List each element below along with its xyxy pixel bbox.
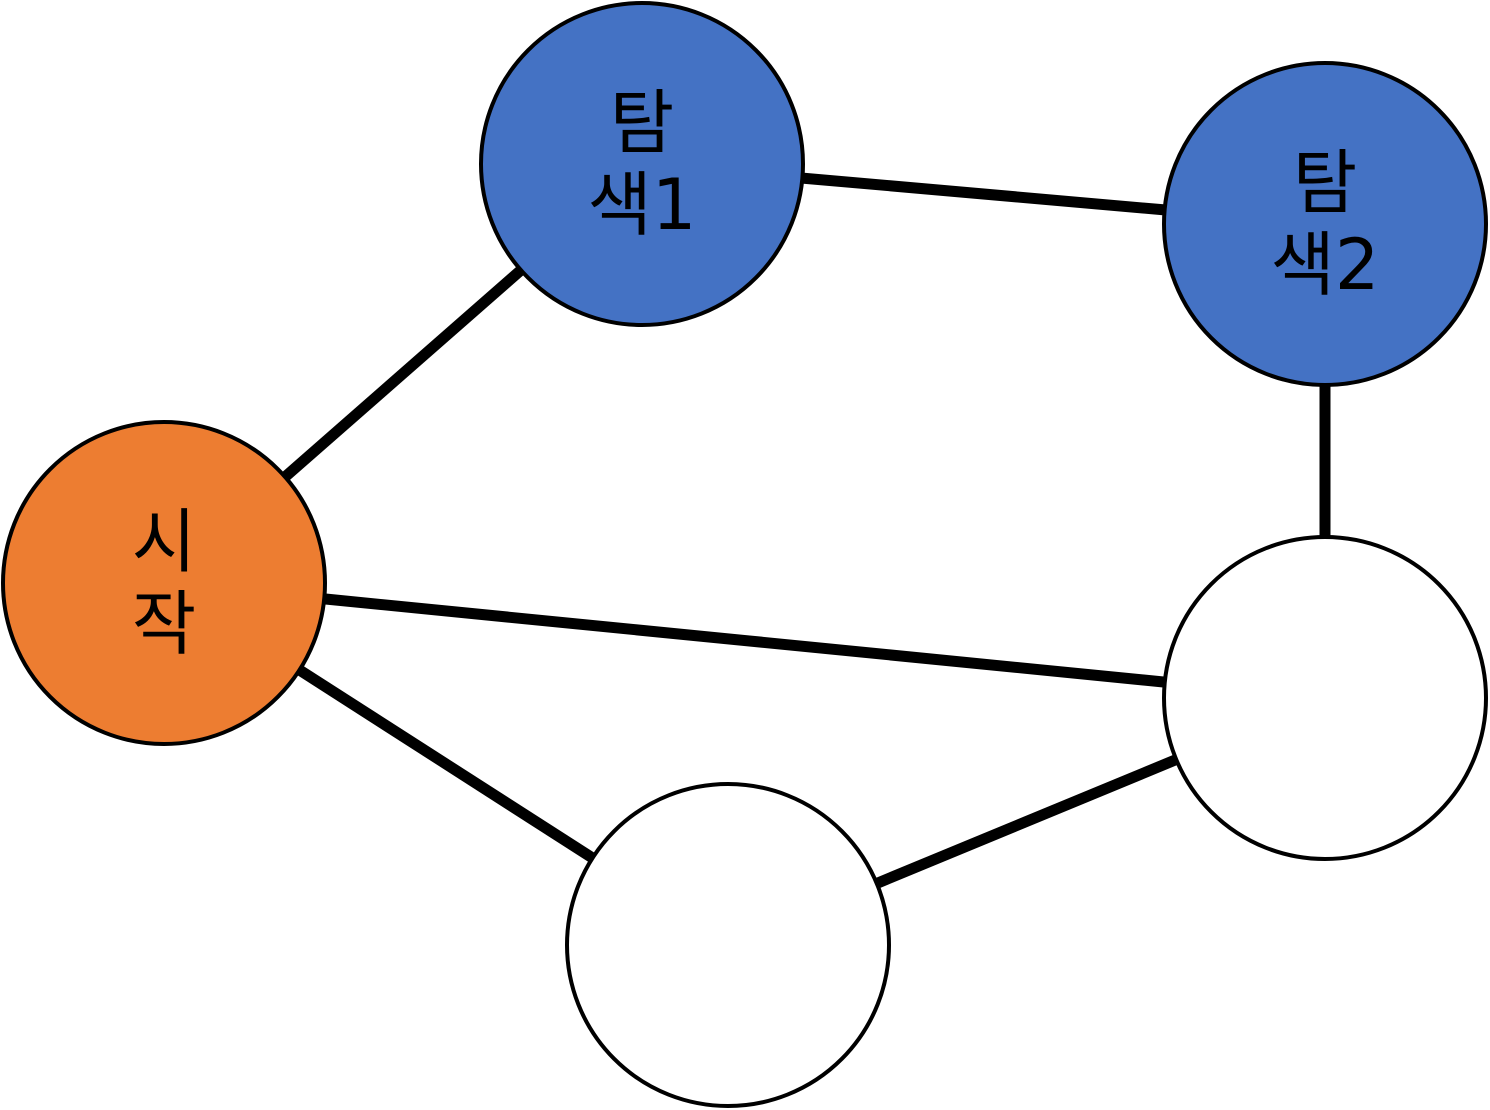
node-circle-right — [1162, 535, 1488, 861]
node-start: 시작 — [1, 420, 327, 746]
edge-start-bottom — [296, 665, 596, 863]
node-circle-explore2 — [1162, 61, 1488, 387]
edge-explore1-explore2 — [801, 172, 1166, 216]
node-explore2: 탐색2 — [1162, 61, 1488, 387]
edges-layer — [281, 172, 1331, 889]
node-label-explore1-line2: 색1 — [588, 164, 697, 246]
node-label-explore1-line1: 탐 — [610, 82, 674, 164]
node-label-start-line1: 시 — [132, 501, 196, 583]
node-label-explore2-line2: 색2 — [1271, 224, 1380, 306]
node-bottom — [565, 782, 891, 1108]
edge-bottom-right — [874, 754, 1179, 889]
node-label-start-line2: 작 — [132, 583, 196, 665]
edge-start-right — [323, 593, 1166, 688]
node-circle-start — [1, 420, 327, 746]
node-circle-explore1 — [479, 1, 805, 327]
node-explore1: 탐색1 — [479, 1, 805, 327]
edge-start-explore1 — [281, 265, 525, 482]
node-circle-bottom — [565, 782, 891, 1108]
node-right — [1162, 535, 1488, 861]
node-label-explore2-line1: 탐 — [1293, 142, 1357, 224]
